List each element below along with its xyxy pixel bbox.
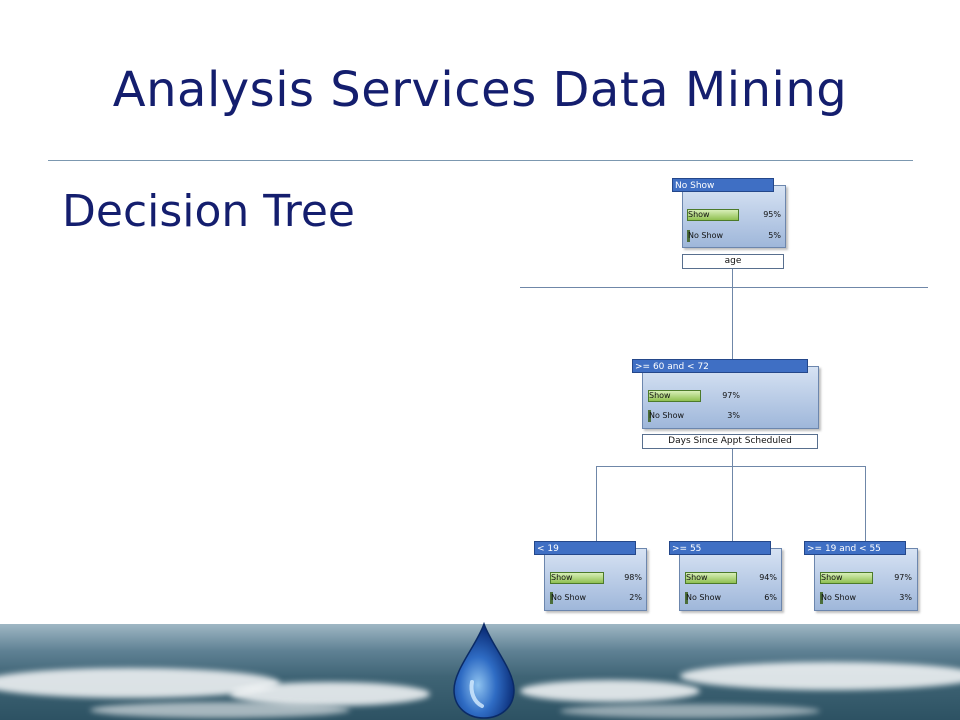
row-label: No Show bbox=[551, 593, 587, 602]
node-row-show: Show 95% bbox=[687, 208, 781, 222]
row-percent: 94% bbox=[759, 573, 777, 582]
node-header: >= 19 and < 55 bbox=[804, 541, 906, 555]
node-row-no-show: No Show 3% bbox=[820, 591, 912, 605]
node-header: < 19 bbox=[534, 541, 636, 555]
connector-leaf-1 bbox=[596, 466, 597, 542]
row-label: Show bbox=[551, 573, 573, 582]
wave-foam bbox=[520, 680, 700, 702]
no-show-bar bbox=[648, 410, 651, 422]
row-percent: 6% bbox=[764, 593, 777, 602]
connector-root-split bbox=[732, 269, 733, 287]
no-show-bar bbox=[820, 592, 823, 604]
tree-node-root[interactable]: No Show Show 95% No Show 5% bbox=[672, 178, 788, 250]
node-row-show: Show 97% bbox=[820, 571, 912, 585]
node-header: No Show bbox=[672, 178, 774, 192]
title-divider bbox=[48, 160, 913, 161]
connector-root-middle bbox=[732, 287, 733, 359]
split-label-age: age bbox=[682, 254, 784, 269]
row-label: Show bbox=[688, 210, 710, 219]
row-percent: 97% bbox=[722, 391, 740, 400]
row-label: No Show bbox=[821, 593, 857, 602]
row-label: No Show bbox=[649, 411, 685, 420]
row-percent: 3% bbox=[899, 593, 912, 602]
tree-node-middle[interactable]: >= 60 and < 72 Show 97% No Show 3% bbox=[632, 359, 822, 431]
show-bar bbox=[685, 572, 737, 584]
tree-node-leaf-1[interactable]: < 19 Show 98% No Show 2% bbox=[534, 541, 649, 613]
connector-leaf-3 bbox=[865, 466, 866, 542]
node-row-show: Show 98% bbox=[550, 571, 642, 585]
row-percent: 3% bbox=[727, 411, 740, 420]
row-label: Show bbox=[686, 573, 708, 582]
split-label-days-since-appt: Days Since Appt Scheduled bbox=[642, 434, 818, 449]
row-label: Show bbox=[649, 391, 671, 400]
show-bar bbox=[820, 572, 873, 584]
row-percent: 5% bbox=[768, 231, 781, 240]
slide-title: Analysis Services Data Mining bbox=[112, 62, 848, 118]
connector-middle-split bbox=[732, 449, 733, 466]
connector-leaf-2 bbox=[732, 466, 733, 542]
row-label: No Show bbox=[688, 231, 724, 240]
wave-foam bbox=[680, 662, 960, 690]
node-row-no-show: No Show 5% bbox=[687, 229, 781, 243]
node-header: >= 55 bbox=[669, 541, 771, 555]
tree-node-leaf-3[interactable]: >= 19 and < 55 Show 97% No Show 3% bbox=[804, 541, 920, 613]
show-bar bbox=[648, 390, 701, 402]
node-row-show: Show 97% bbox=[648, 389, 740, 403]
row-percent: 95% bbox=[763, 210, 781, 219]
show-bar bbox=[550, 572, 604, 584]
node-header: >= 60 and < 72 bbox=[632, 359, 808, 373]
row-percent: 97% bbox=[894, 573, 912, 582]
row-percent: 98% bbox=[624, 573, 642, 582]
connector-middle-bus bbox=[596, 466, 866, 467]
row-percent: 2% bbox=[629, 593, 642, 602]
node-row-show: Show 94% bbox=[685, 571, 777, 585]
no-show-bar bbox=[685, 592, 688, 604]
show-bar bbox=[687, 209, 739, 221]
connector-root-bus bbox=[520, 287, 928, 288]
tree-node-leaf-2[interactable]: >= 55 Show 94% No Show 6% bbox=[669, 541, 784, 613]
row-label: No Show bbox=[686, 593, 722, 602]
no-show-bar bbox=[687, 230, 690, 242]
no-show-bar bbox=[550, 592, 553, 604]
wave-foam bbox=[90, 702, 350, 718]
wave-foam bbox=[560, 704, 820, 718]
node-row-no-show: No Show 3% bbox=[648, 409, 740, 423]
row-label: Show bbox=[821, 573, 843, 582]
node-row-no-show: No Show 2% bbox=[550, 591, 642, 605]
water-drop-icon bbox=[453, 622, 515, 719]
slide-subtitle: Decision Tree bbox=[62, 186, 355, 237]
node-row-no-show: No Show 6% bbox=[685, 591, 777, 605]
